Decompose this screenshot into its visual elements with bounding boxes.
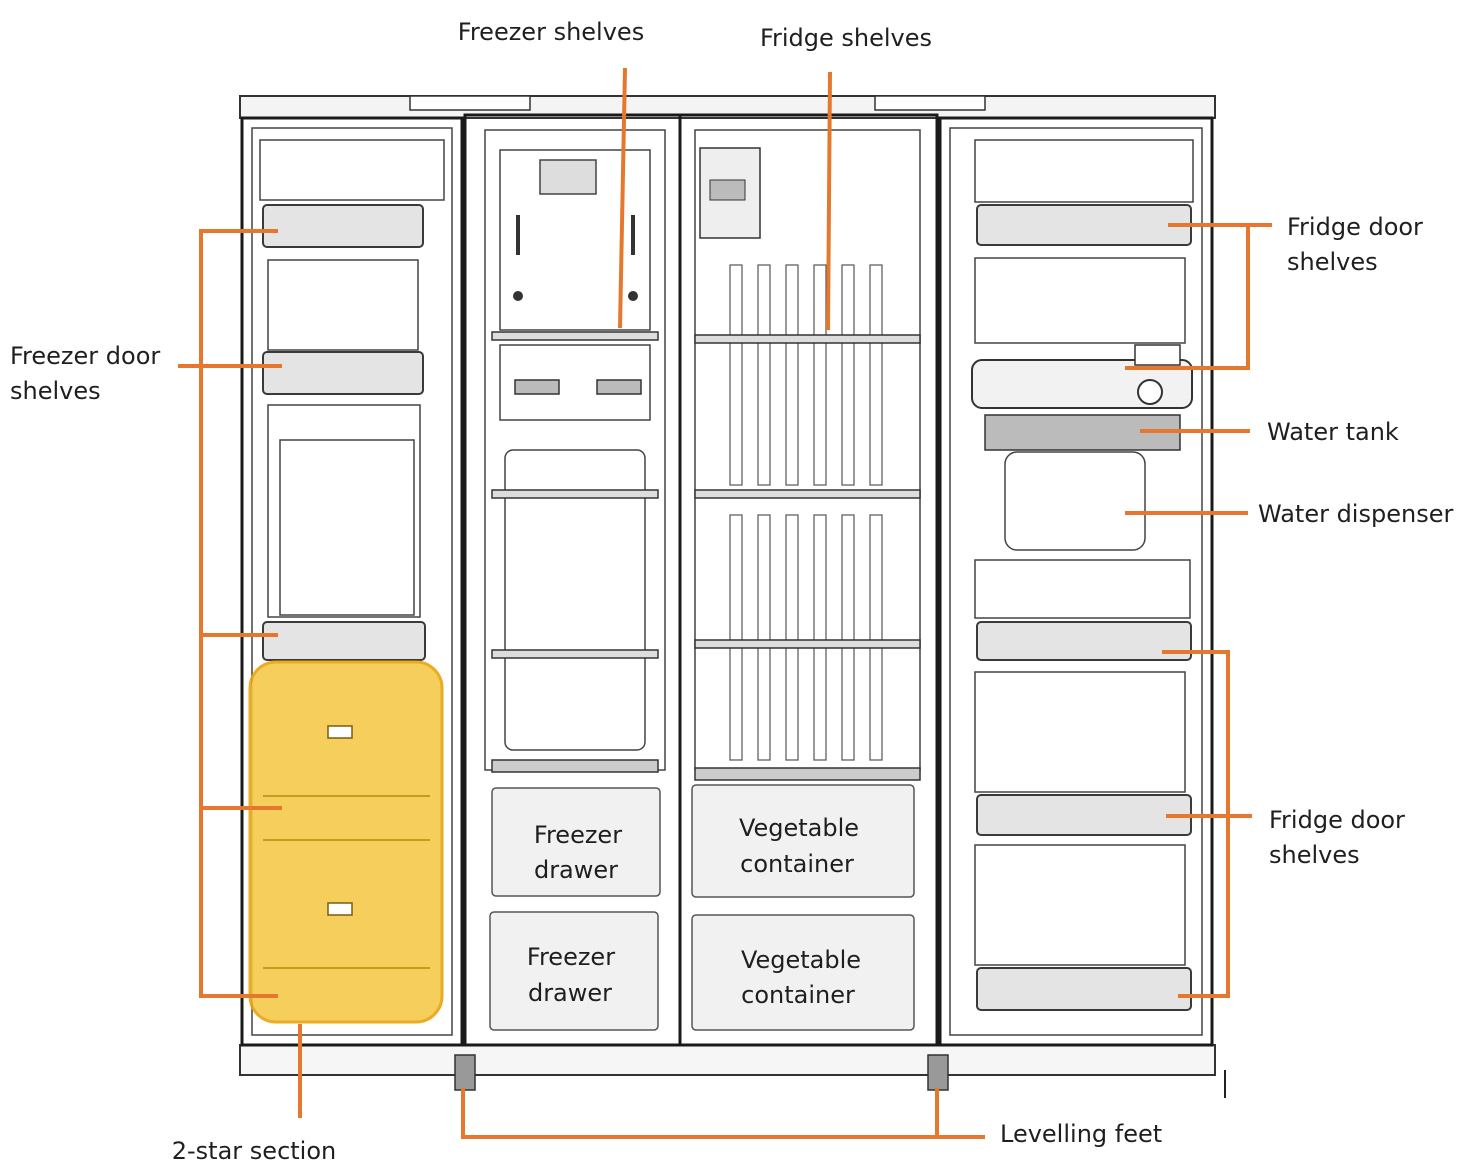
- label-freezer-door-shelves-line1: Freezer door: [10, 342, 160, 370]
- label-two-star-section: 2-star section: [172, 1137, 336, 1165]
- fridge-shelves-leader: [826, 71, 832, 331]
- label-freezer-drawer-bottom-line1: Freezer: [527, 943, 615, 971]
- label-levelling-feet: Levelling feet: [1000, 1120, 1162, 1148]
- fridge-vent-slots: [729, 264, 883, 761]
- fridge-door-bottom-bracket: [1162, 650, 1230, 998]
- label-vegetable-container-top-line1: Vegetable: [739, 814, 859, 842]
- label-vegetable-container-top-line2: container: [740, 850, 854, 878]
- label-freezer-drawer-bottom-line2: drawer: [528, 979, 612, 1007]
- label-fridge-door-shelves-top-line1: Fridge door: [1287, 213, 1423, 241]
- label-freezer-door-shelves-line2: shelves: [10, 377, 101, 405]
- label-vegetable-container-bottom-line2: container: [741, 981, 855, 1009]
- label-freezer-shelves: Freezer shelves: [458, 18, 644, 46]
- callout-lines: [178, 67, 1272, 1139]
- freezer-door-bracket: [199, 229, 278, 998]
- label-water-tank: Water tank: [1267, 418, 1399, 446]
- label-fridge-door-shelves-bottom-line2: shelves: [1269, 841, 1360, 869]
- label-vegetable-container-bottom-line1: Vegetable: [741, 946, 861, 974]
- fridge-door-top-bracket: [1125, 223, 1250, 370]
- label-freezer-drawer-top-line2: drawer: [534, 856, 618, 884]
- fridge-line-art: [239, 95, 1226, 1098]
- two-star-section-highlight: [248, 660, 444, 1024]
- label-fridge-door-shelves-bottom-line1: Fridge door: [1269, 806, 1405, 834]
- label-fridge-door-shelves-top-line2: shelves: [1287, 248, 1378, 276]
- levelling-feet-bracket: [461, 1088, 985, 1139]
- freezer-shelves-leader: [618, 67, 627, 329]
- label-freezer-drawer-top-line1: Freezer: [534, 821, 622, 849]
- label-water-dispenser: Water dispenser: [1258, 500, 1453, 528]
- label-fridge-shelves: Fridge shelves: [760, 24, 932, 52]
